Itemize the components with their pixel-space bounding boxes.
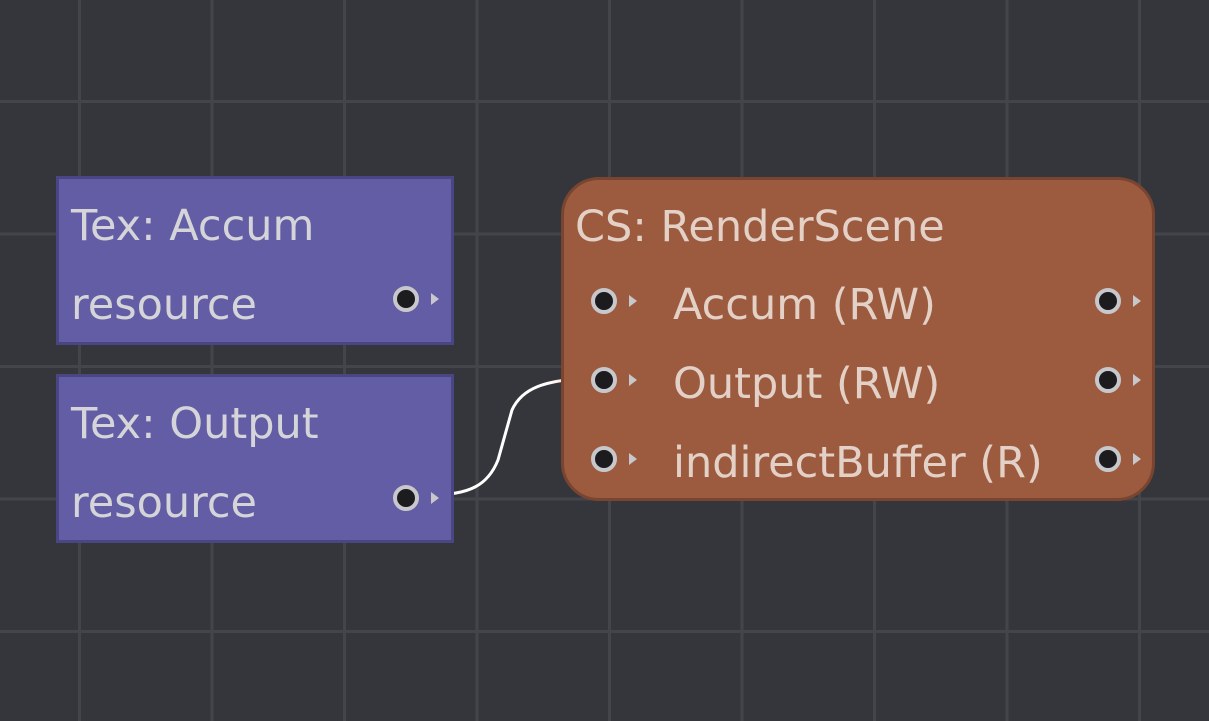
output-pin[interactable] <box>393 286 419 312</box>
output-pin[interactable] <box>393 485 419 511</box>
output-pin-label: resource <box>71 280 257 330</box>
output-pin[interactable] <box>1095 446 1121 472</box>
pin-arrow-icon <box>431 293 439 305</box>
pin-arrow-icon <box>1133 374 1141 386</box>
pin-arrow-icon <box>629 453 637 465</box>
output-pin[interactable] <box>1095 288 1121 314</box>
node-cs-renderscene[interactable]: CS: RenderScene Accum (RW) Output (RW) i… <box>561 177 1155 501</box>
row-label-accum: Accum (RW) <box>673 280 936 330</box>
input-pin[interactable] <box>591 446 617 472</box>
pin-arrow-icon <box>629 374 637 386</box>
input-pin[interactable] <box>591 288 617 314</box>
input-pin[interactable] <box>591 367 617 393</box>
pin-arrow-icon <box>431 492 439 504</box>
output-pin[interactable] <box>1095 367 1121 393</box>
pin-arrow-icon <box>629 295 637 307</box>
pin-arrow-icon <box>1133 295 1141 307</box>
node-tex-accum[interactable]: Tex: Accum resource <box>56 176 454 345</box>
row-label-indirectbuffer: indirectBuffer (R) <box>673 438 1043 488</box>
row-label-output: Output (RW) <box>673 359 941 409</box>
node-title: CS: RenderScene <box>575 202 945 252</box>
node-title: Tex: Output <box>71 399 319 449</box>
node-tex-output[interactable]: Tex: Output resource <box>56 374 454 543</box>
output-pin-label: resource <box>71 478 257 528</box>
pin-arrow-icon <box>1133 453 1141 465</box>
node-title: Tex: Accum <box>71 201 315 251</box>
